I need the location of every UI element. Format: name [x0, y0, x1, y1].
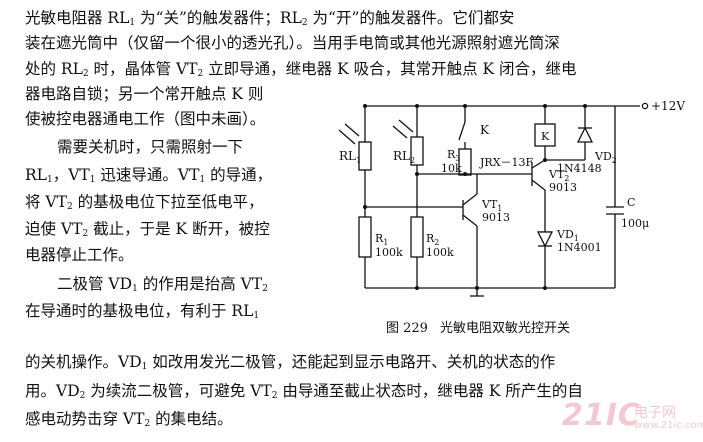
label-supply: +12V [651, 99, 685, 113]
label-vd2: VD2 [594, 150, 617, 165]
label-r3: R3 [447, 148, 460, 163]
watermark-cn: 电子网 [634, 405, 676, 421]
figure-caption: 图 229 光敏电阻双敏光控开关 [386, 317, 570, 336]
text-line-12: 在导通时的基极电位，有利于 RL1 [25, 302, 260, 321]
text-line-13: 的关机操作。VD1 如改用发光二极管，还能起到显示电路开、关机的状态的作 [25, 353, 556, 372]
text-line-14: 用。VD2 为续流二极管，可避免 VT2 由导通至截止状态时，继电器 K 所产生… [25, 382, 583, 401]
label-vd1-model: 1N4001 [557, 241, 602, 254]
text-line-9: 迫使 VT2 截止，于是 K 断开，被控 [25, 220, 270, 239]
watermark-logo-text: 21IC [562, 398, 641, 433]
label-rl1: RL1 [339, 149, 361, 165]
text-line-15: 感电动势击穿 VT2 的集电结。 [25, 410, 233, 429]
text-line-5: 使被控电器通电工作（图中未画）。 [25, 110, 266, 128]
text-line-11: 二极管 VD1 的作用是抬高 VT2 [57, 275, 268, 294]
label-vt2-model: 9013 [549, 181, 577, 194]
label-r1: R1 [375, 232, 388, 247]
text-line-6: 需要关机时，只需照射一下 [57, 138, 244, 156]
text-line-1: 光敏电阻器 RL1 为“关”的触发器件；RL2 为“开”的触发器件。它们都安 [25, 9, 515, 28]
label-k-switch: K [480, 123, 490, 137]
label-vt1: VT1 [481, 198, 502, 213]
label-vt1-model: 9013 [482, 211, 510, 224]
label-k-relay: K [541, 130, 550, 143]
figure-number: 图 229 [386, 321, 428, 336]
label-c: C [627, 196, 635, 209]
figure-title: 光敏电阻双敏光控开关 [439, 321, 570, 336]
label-r1-value: 100k [375, 246, 403, 259]
label-r2: R2 [426, 232, 439, 247]
text-line-7: RL1，VT1 迅速导通。VT1 的导通， [25, 166, 273, 185]
text-line-10: 电器停止工作。 [25, 246, 134, 264]
label-c-value: 100μ [621, 217, 649, 230]
label-vd1: VD1 [556, 228, 579, 243]
circuit-diagram: +12V RL1 RL2 K R3 10k JRX－13F K VD2 1N41… [338, 99, 685, 297]
label-rl2: RL2 [393, 149, 415, 165]
text-line-4: 器电路自锁；另一个常开触点 K 则 [25, 85, 264, 103]
label-relay-model: JRX－13F [479, 156, 534, 169]
label-vt2: VT2 [548, 168, 569, 183]
label-r2-value: 100k [426, 246, 454, 259]
text-line-2: 装在遮光筒中（仅留一个很小的透光孔）。当用手电筒或其他光源照射遮光筒深 [25, 34, 560, 52]
watermark-logo: 21IC 电子网 www.21ic.com [560, 398, 703, 438]
text-line-8: 将 VT2 的基极电位下拉至低电平， [25, 193, 264, 212]
text-line-3: 处的 RL2 时，晶体管 VT2 立即导通，继电器 K 吸合，其常开触点 K 闭… [25, 60, 577, 79]
watermark-url: www.21ic.com [634, 420, 703, 431]
label-vd2-model: 1N4148 [557, 162, 602, 175]
label-r3-value: 10k [441, 162, 462, 175]
